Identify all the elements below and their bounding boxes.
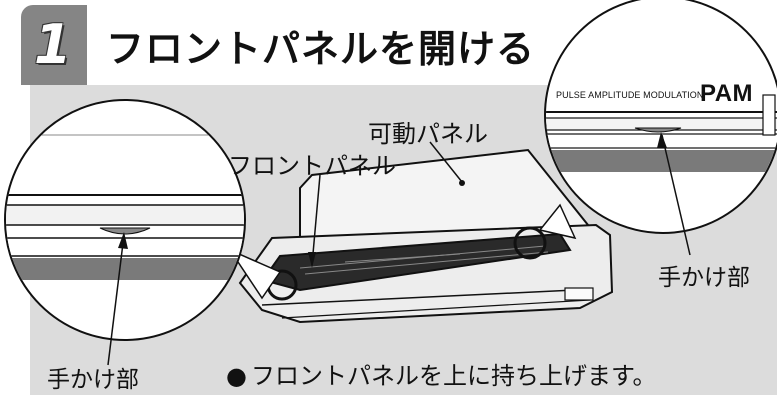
pulse-amplitude-text: PULSE AMPLITUDE MODULATION [556, 90, 704, 100]
front-panel-leader [311, 174, 321, 266]
pam-logo: PAM [700, 80, 754, 107]
right-handle-circle [513, 226, 547, 260]
right-handle-arrow [661, 134, 691, 256]
right-zoom-bubble [544, 0, 777, 234]
air-conditioner-unit [238, 148, 614, 324]
left-handle-arrow [107, 234, 125, 366]
instruction-body: フロントパネルを上に持ち上げます。 [250, 362, 657, 390]
movable-panel-leader [429, 141, 463, 183]
bullet-icon: ● [226, 362, 247, 390]
front-panel-label: フロントパネル [228, 152, 396, 180]
step-number: 1 [34, 13, 72, 76]
instruction-text: ●フロントパネルを上に持ち上げます。 [226, 356, 657, 391]
handle-label-right: 手かけ部 [658, 265, 750, 291]
left-zoom-bubble [4, 99, 246, 341]
step-title: フロントパネルを開ける [106, 27, 536, 71]
movable-panel-label: 可動パネル [368, 120, 488, 148]
step-badge [21, 5, 87, 85]
handle-label-left: 手かけ部 [47, 367, 139, 393]
